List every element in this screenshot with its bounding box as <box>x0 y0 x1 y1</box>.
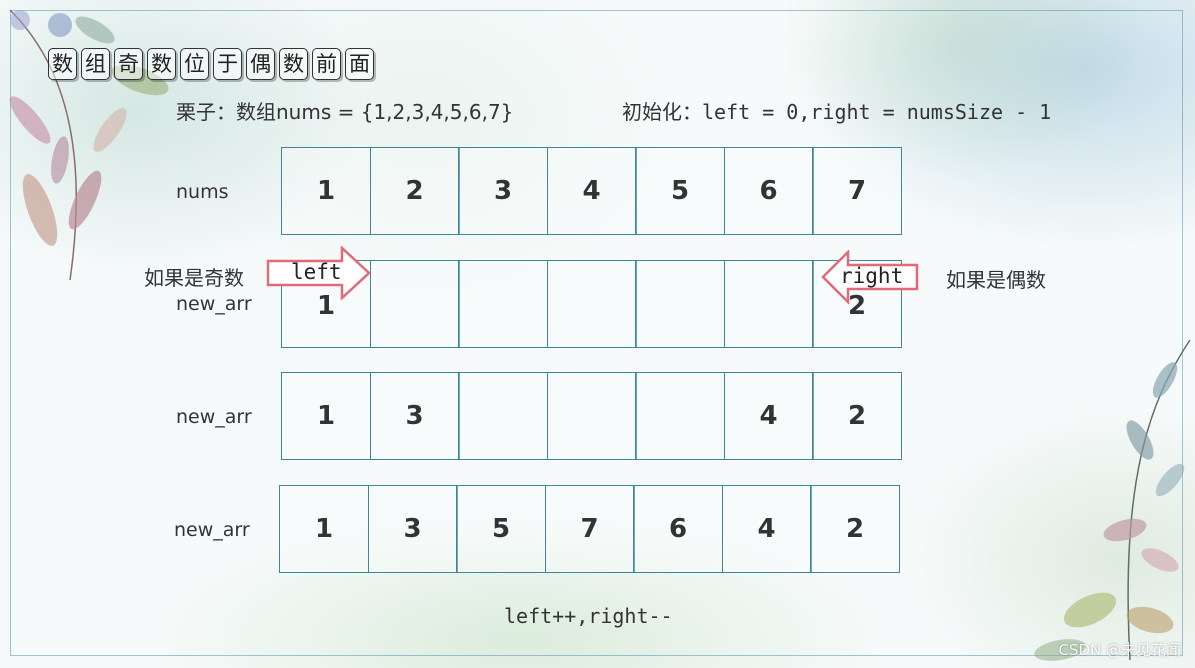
floral-decoration-bottom-right <box>1034 339 1191 661</box>
row-label-nums: nums <box>176 181 229 203</box>
odd-label: 如果是奇数 <box>144 266 244 290</box>
array-cell: 5 <box>635 147 725 235</box>
array-cell: 4 <box>723 372 814 460</box>
array-cell: 2 <box>369 147 460 235</box>
page-title: 数 组 奇 数 位 于 偶 数 前 面 <box>48 48 374 80</box>
array-row-new-arr-2: 1 3 4 2 <box>281 372 902 460</box>
array-cell: 3 <box>367 485 458 573</box>
example-text: 栗子：数组nums = {1,2,3,4,5,6,7} <box>176 100 514 124</box>
array-cell: 1 <box>281 147 371 235</box>
slide-frame <box>10 10 1183 656</box>
array-cell: 4 <box>721 485 812 573</box>
array-cell: 2 <box>812 372 902 460</box>
array-cell: 6 <box>633 485 723 573</box>
array-cell <box>458 372 548 460</box>
title-char: 面 <box>345 48 374 80</box>
array-cell: 3 <box>369 372 460 460</box>
array-cell <box>723 260 814 348</box>
row-label-new-arr: new_arr <box>174 519 250 541</box>
array-cell <box>546 372 637 460</box>
watermark: CSDN @未见花闻 <box>1058 641 1181 659</box>
array-cell: 6 <box>723 147 814 235</box>
array-cell <box>635 372 725 460</box>
array-row-nums: 1 2 3 4 5 6 7 <box>281 147 902 235</box>
title-char: 位 <box>180 48 209 80</box>
array-cell: 1 <box>279 485 369 573</box>
title-char: 数 <box>48 48 77 80</box>
title-char: 于 <box>213 48 242 80</box>
right-arrow-icon <box>821 250 919 304</box>
array-cell: 7 <box>812 147 902 235</box>
array-cell: 3 <box>458 147 548 235</box>
title-char: 数 <box>279 48 308 80</box>
title-char: 组 <box>81 48 110 80</box>
title-char: 数 <box>147 48 176 80</box>
array-cell: 4 <box>546 147 637 235</box>
array-cell: 7 <box>544 485 635 573</box>
left-arrow-label: left <box>291 260 342 284</box>
right-arrow-label: right <box>840 264 904 288</box>
array-cell <box>458 260 548 348</box>
array-row-new-arr-1: 1 2 <box>281 260 902 348</box>
step-text: left++,right-- <box>504 604 673 628</box>
array-cell <box>369 260 460 348</box>
floral-decoration-top-left <box>9 9 169 281</box>
init-text: 初始化：left = 0,right = numsSize - 1 <box>622 100 1052 124</box>
array-cell: 2 <box>810 485 900 573</box>
title-char: 奇 <box>114 48 143 80</box>
left-arrow-icon <box>266 246 371 300</box>
row-label-new-arr: new_arr <box>176 406 252 428</box>
array-cell: 5 <box>456 485 546 573</box>
array-cell <box>635 260 725 348</box>
even-label: 如果是偶数 <box>946 268 1046 292</box>
title-char: 偶 <box>246 48 275 80</box>
row-label-new-arr: new_arr <box>176 293 252 315</box>
array-cell <box>546 260 637 348</box>
array-row-new-arr-final: 1 3 5 7 6 4 2 <box>279 485 900 573</box>
title-char: 前 <box>312 48 341 80</box>
array-cell: 1 <box>281 372 371 460</box>
